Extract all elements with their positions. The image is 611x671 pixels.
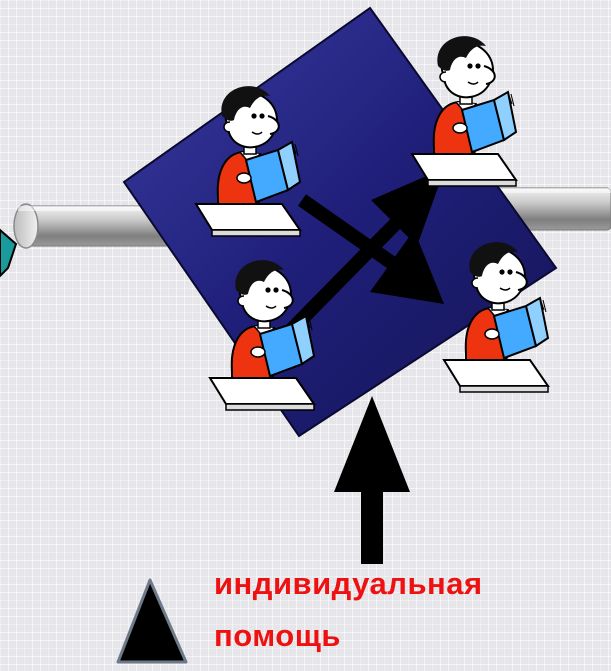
- big-up-arrow-icon: [334, 396, 410, 564]
- caption-line-2: помощь: [214, 618, 611, 654]
- caption-line-1: индивидуальная: [214, 566, 611, 602]
- triangle-bullet-icon: [118, 580, 186, 662]
- teal-arrow-shape: [0, 230, 16, 276]
